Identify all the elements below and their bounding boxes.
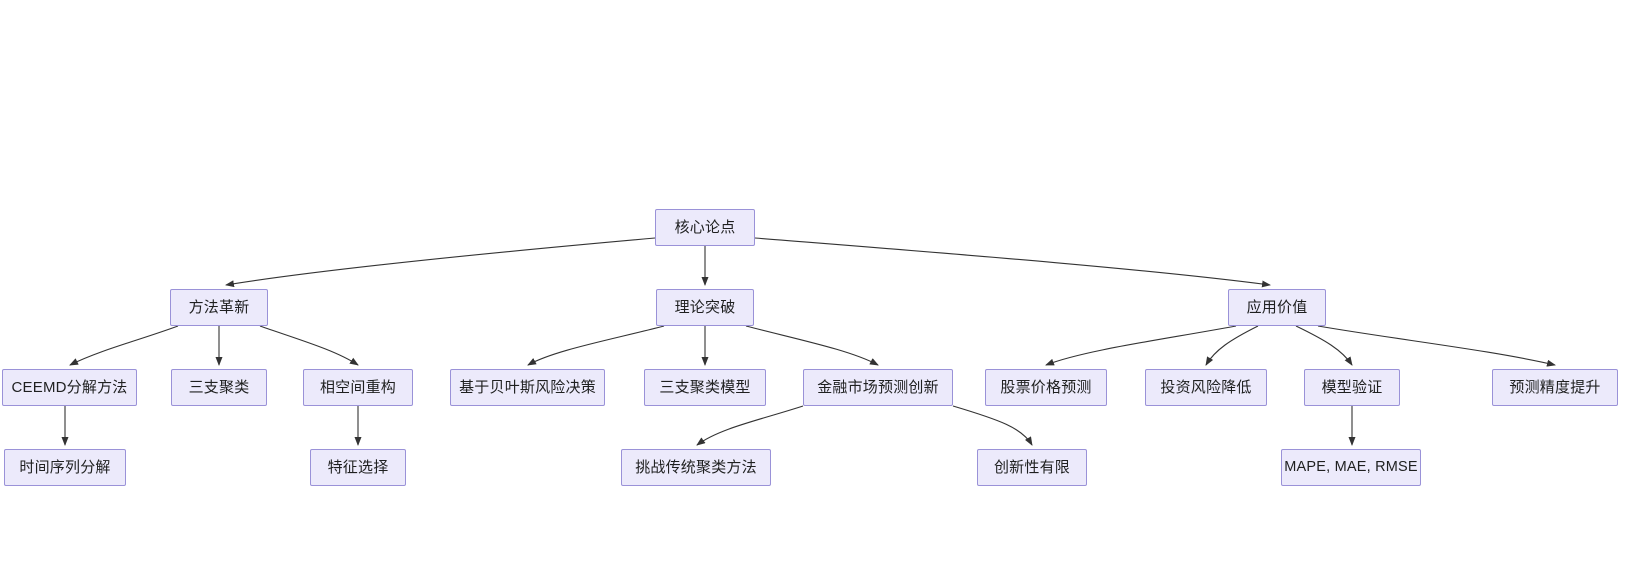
edge-root-to-l1c: [754, 237, 1271, 288]
edges-group: [61, 237, 1556, 446]
node-l2j[interactable]: 预测精度提升: [1492, 369, 1618, 406]
node-l3b[interactable]: 特征选择: [310, 449, 406, 486]
node-label: 时间序列分解: [19, 459, 111, 476]
node-l2g[interactable]: 股票价格预测: [985, 369, 1107, 406]
node-l2a[interactable]: CEEMD分解方法: [2, 369, 137, 406]
edge-l1b-to-l2f: [745, 325, 879, 366]
node-label: 核心论点: [674, 219, 736, 236]
node-l3d[interactable]: 创新性有限: [977, 449, 1087, 486]
node-label: 预测精度提升: [1509, 379, 1601, 396]
edge-l1c-to-l2j: [1317, 325, 1556, 367]
node-label: 应用价值: [1246, 299, 1308, 316]
edge-l1c-to-l2i: [1295, 325, 1353, 366]
edge-l1b-to-l2d: [527, 325, 665, 366]
node-label: 创新性有限: [993, 459, 1070, 476]
node-label: 挑战传统聚类方法: [635, 459, 757, 476]
node-label: 特征选择: [327, 459, 389, 476]
node-l3e[interactable]: MAPE, MAE, RMSE: [1281, 449, 1421, 486]
edge-l1c-to-l2g: [1045, 325, 1237, 366]
node-l3a[interactable]: 时间序列分解: [4, 449, 126, 486]
node-l2h[interactable]: 投资风险降低: [1145, 369, 1267, 406]
node-label: 模型验证: [1321, 379, 1383, 396]
node-label: 投资风险降低: [1160, 379, 1252, 396]
node-label: 方法革新: [188, 299, 250, 316]
node-label: MAPE, MAE, RMSE: [1284, 459, 1418, 476]
node-l2i[interactable]: 模型验证: [1304, 369, 1400, 406]
node-label: 三支聚类模型: [659, 379, 751, 396]
node-l2b[interactable]: 三支聚类: [171, 369, 267, 406]
node-label: 相空间重构: [319, 379, 396, 396]
node-label: 三支聚类: [188, 379, 250, 396]
node-l3c[interactable]: 挑战传统聚类方法: [621, 449, 771, 486]
node-label: CEEMD分解方法: [11, 379, 128, 396]
node-l1b[interactable]: 理论突破: [656, 289, 754, 326]
edge-root-to-l1a: [225, 237, 656, 288]
node-l2c[interactable]: 相空间重构: [303, 369, 413, 406]
node-l2e[interactable]: 三支聚类模型: [644, 369, 766, 406]
node-l2f[interactable]: 金融市场预测创新: [803, 369, 953, 406]
edge-l1a-to-l2c: [259, 325, 359, 366]
node-l1c[interactable]: 应用价值: [1228, 289, 1326, 326]
node-l1a[interactable]: 方法革新: [170, 289, 268, 326]
node-label: 理论突破: [674, 299, 736, 316]
edge-l1c-to-l2h: [1205, 325, 1259, 366]
node-label: 基于贝叶斯风险决策: [459, 379, 596, 396]
edge-l2f-to-l3d: [952, 405, 1033, 446]
node-root[interactable]: 核心论点: [655, 209, 755, 246]
node-label: 金融市场预测创新: [817, 379, 939, 396]
node-l2d[interactable]: 基于贝叶斯风险决策: [450, 369, 605, 406]
edge-l2f-to-l3c: [696, 405, 804, 446]
node-label: 股票价格预测: [1000, 379, 1092, 396]
edge-l1a-to-l2a: [69, 325, 179, 366]
